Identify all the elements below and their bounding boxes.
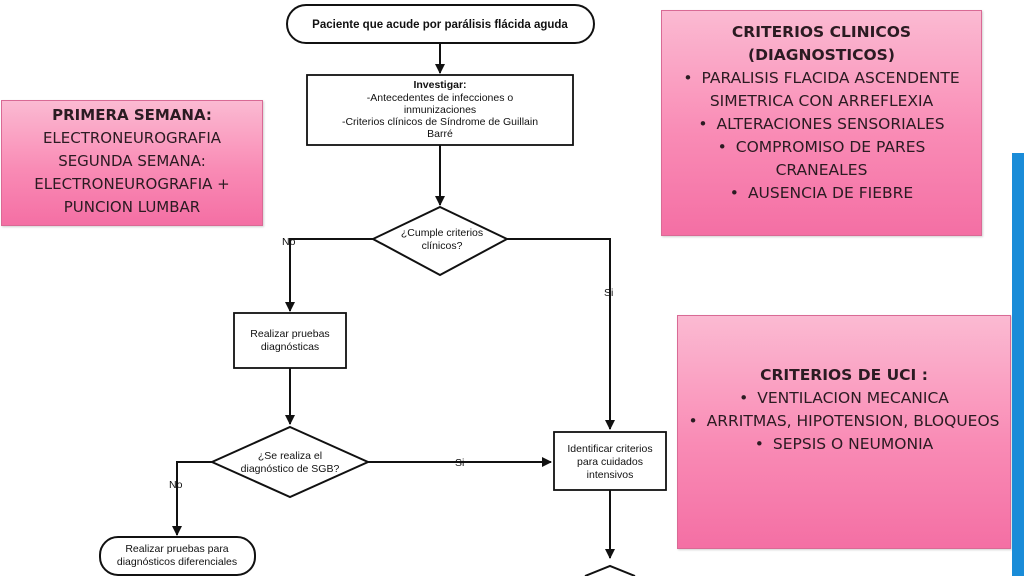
investigate-title: Investigar: xyxy=(413,79,466,91)
clinical-criteria-panel: CRITERIOS CLINICOS (DIAGNOSTICOS) PARALI… xyxy=(661,10,982,236)
differential-line-1: Realizar pruebas para xyxy=(125,543,228,555)
decision2-no-label: No xyxy=(169,479,183,491)
decision1-no-label: No xyxy=(282,236,296,248)
uci-criteria-title: CRITERIOS DE UCI : xyxy=(760,366,928,384)
differential-node xyxy=(99,536,256,576)
start-node-label: Paciente que acude por parálisis flácida… xyxy=(312,19,568,31)
uci-criteria-item: SEPSIS O NEUMONIA xyxy=(686,433,1002,456)
uci-criteria-item: ARRITMAS, HIPOTENSION, BLOQUEOS xyxy=(686,410,1002,433)
investigate-line-1: -Antecedentes de infecciones o xyxy=(367,92,514,104)
arrow-decision1-yes xyxy=(507,238,615,430)
week-panel-line: SEGUNDA SEMANA: xyxy=(58,152,206,170)
decision-sgb-line-1: ¿Se realiza el xyxy=(258,450,322,462)
investigate-box xyxy=(306,74,574,146)
clinical-criteria-title: CRITERIOS CLINICOS xyxy=(731,23,912,41)
icu-line-3: intensivos xyxy=(587,469,634,481)
arrow-decision2-no xyxy=(172,461,212,536)
arrow-decision1-no xyxy=(285,238,373,312)
decision-sgb-line-2: diagnóstico de SGB? xyxy=(241,463,340,475)
uci-criteria-list: VENTILACION MECANICA ARRITMAS, HIPOTENSI… xyxy=(686,387,1002,456)
week-panel-title: PRIMERA SEMANA: xyxy=(52,106,212,124)
icu-line-2: para cuidados xyxy=(577,456,643,468)
week-panel-line: PUNCION LUMBAR xyxy=(63,198,201,216)
tests-line-2: diagnósticas xyxy=(261,341,319,353)
week-panel-line: ELECTRONEUROGRAFIA xyxy=(42,129,222,147)
tests-box xyxy=(233,312,347,369)
clinical-criteria-subtitle: (DIAGNOSTICOS) xyxy=(748,46,895,64)
decision-criteria-line-2: clínicos? xyxy=(422,240,463,252)
decision-criteria-line-1: ¿Cumple criterios xyxy=(401,227,483,239)
differential-line-2: diagnósticos diferenciales xyxy=(117,556,237,568)
clinical-criteria-item: AUSENCIA DE FIEBRE xyxy=(670,182,973,205)
week-panel-line: ELECTRONEUROGRAFIA + xyxy=(34,175,230,193)
decision-criteria xyxy=(370,205,510,277)
icu-box xyxy=(553,431,667,491)
week-panel: PRIMERA SEMANA: ELECTRONEUROGRAFIA SEGUN… xyxy=(1,100,263,226)
decision1-yes-label: Si xyxy=(604,287,613,299)
icu-line-1: Identificar criterios xyxy=(567,443,652,455)
clinical-criteria-item: ALTERACIONES SENSORIALES xyxy=(670,113,973,136)
uci-criteria-item: VENTILACION MECANICA xyxy=(686,387,1002,410)
clinical-criteria-item: PARALISIS FLACIDA ASCENDENTE SIMETRICA C… xyxy=(670,67,973,113)
decision-sgb xyxy=(209,425,371,499)
next-decision-partial xyxy=(584,564,636,576)
decision2-yes-label: Si xyxy=(455,457,464,469)
tests-line-1: Realizar pruebas xyxy=(250,328,329,340)
clinical-criteria-item: COMPROMISO DE PARES CRANEALES xyxy=(670,136,973,182)
investigate-line-3: -Criterios clínicos de Síndrome de Guill… xyxy=(342,116,538,128)
uci-criteria-panel: CRITERIOS DE UCI : VENTILACION MECANICA … xyxy=(677,315,1011,549)
investigate-line-4: Barré xyxy=(427,128,453,140)
investigate-line-2: inmunizaciones xyxy=(404,104,476,116)
clinical-criteria-list: PARALISIS FLACIDA ASCENDENTE SIMETRICA C… xyxy=(670,67,973,205)
slide-accent-bar xyxy=(1012,153,1024,576)
